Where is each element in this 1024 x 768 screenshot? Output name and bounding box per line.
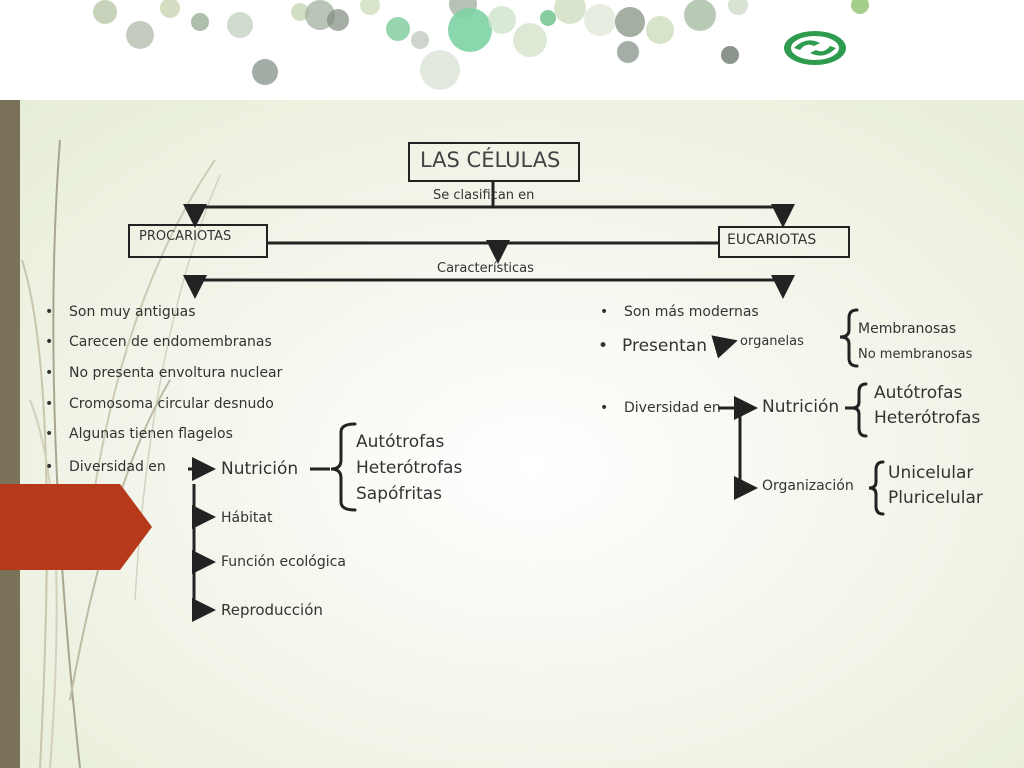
classify-label: Se clasifican en xyxy=(433,188,535,203)
prokaryote-feature: Diversidad en xyxy=(45,460,166,474)
prokaryote-feature: Son muy antiguas xyxy=(45,305,195,319)
prokaryote-feature: Algunas tienen flagelos xyxy=(45,427,233,441)
prokaryote-nutrition: Nutrición xyxy=(221,459,299,479)
prokaryote-feature: No presenta envoltura nuclear xyxy=(45,366,282,380)
arrow-tab xyxy=(0,484,152,570)
organization-type: Unicelular xyxy=(888,463,974,483)
prokaryote-feature: Cromosoma circular desnudo xyxy=(45,397,274,411)
logo-icon xyxy=(784,31,846,65)
characteristics-label: Características xyxy=(437,261,534,276)
prokaryote-diversity-item: Reproducción xyxy=(221,601,323,619)
decorative-dots xyxy=(93,0,869,90)
prokaryote-nutrition-type: Autótrofas xyxy=(356,432,445,452)
organization-type: Pluricelular xyxy=(888,488,983,508)
eukaryote-organization: Organización xyxy=(762,478,854,494)
prokaryote-diversity-item: Función ecológica xyxy=(221,554,346,570)
eukaryote-nutrition-type: Autótrofas xyxy=(874,383,963,403)
eukaryote-modern: Son más modernas xyxy=(600,305,759,319)
prokaryote-nutrition-type: Sapófritas xyxy=(356,484,443,504)
prokaryote-feature: Carecen de endomembranas xyxy=(45,335,272,349)
organelle-type: No membranosas xyxy=(858,347,973,362)
eukaryote-present: Presentan xyxy=(598,338,707,356)
eukaryote-diversity: Diversidad en xyxy=(600,401,721,415)
prokaryotes-box xyxy=(128,224,268,258)
organelle-type: Membranosas xyxy=(858,321,957,337)
prokaryotes-title: PROCARIOTAS xyxy=(139,229,232,244)
eukaryote-organelles: organelas xyxy=(740,334,804,349)
prokaryote-diversity-item: Hábitat xyxy=(221,510,273,526)
page-title: LAS CÉLULAS xyxy=(420,148,561,172)
title-box xyxy=(408,142,580,182)
eukaryotes-title: EUCARIOTAS xyxy=(727,232,817,248)
eukaryote-nutrition: Nutrición xyxy=(762,397,840,417)
eukaryote-nutrition-type: Heterótrofas xyxy=(874,408,981,428)
prokaryote-nutrition-type: Heterótrofas xyxy=(356,458,463,478)
left-bar xyxy=(0,100,20,768)
eukaryotes-box xyxy=(718,226,850,258)
header-banner xyxy=(0,0,1024,100)
